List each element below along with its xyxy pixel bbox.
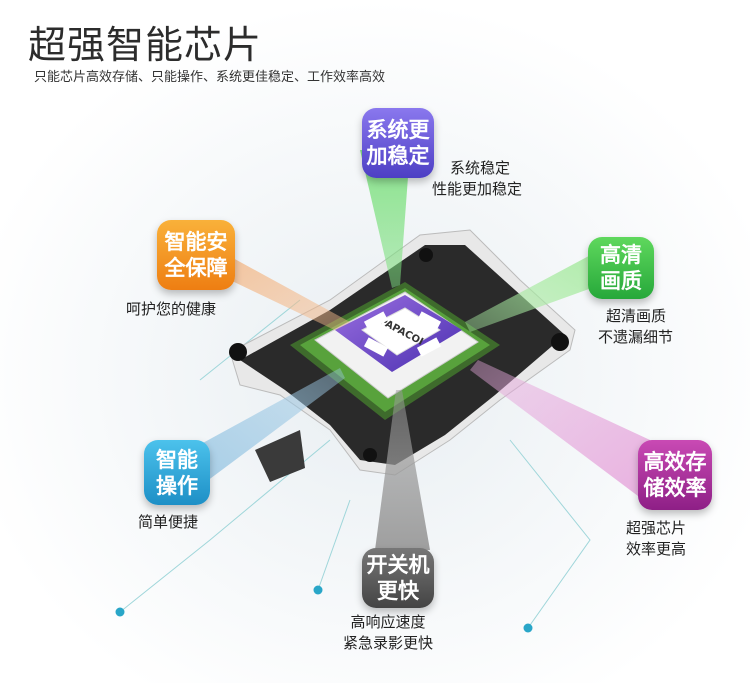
feature-badge-system-stable: 系统更 加稳定 (362, 108, 434, 178)
feature-badge-storage-efficiency: 高效存 储效率 (638, 440, 712, 510)
desc-line: 紧急录影更快 (343, 634, 434, 652)
feature-badge-fast-boot: 开关机 更快 (362, 548, 434, 608)
badge-line: 智能安 (164, 230, 228, 254)
badge-line: 系统更 (366, 118, 430, 142)
desc-line: 高响应速度 (350, 613, 426, 631)
page-subtitle: 只能芯片高效存储、只能操作、系统更佳稳定、工作效率高效 (34, 70, 386, 85)
desc-line: 系统稳定 (450, 159, 511, 177)
desc-line: 简单便捷 (138, 513, 199, 531)
feature-desc-storage-efficiency: 超强芯片 效率更高 (626, 518, 686, 560)
badge-line: 高清 (600, 243, 642, 267)
feature-badge-smart-operation: 智能 操作 (144, 440, 210, 505)
badge-line: 全保障 (164, 256, 228, 280)
feature-desc-fast-boot: 高响应速度 紧急录影更快 (343, 612, 433, 654)
feature-desc-smart-operation: 简单便捷 (138, 512, 198, 533)
desc-line: 超强芯片 (626, 519, 687, 537)
badge-line: 操作 (156, 473, 198, 498)
page-title: 超强智能芯片 (28, 23, 263, 67)
badge-line: 储效率 (643, 476, 707, 500)
feature-badge-hd-picture: 高清 画质 (588, 237, 654, 299)
badge-line: 高效存 (643, 450, 707, 474)
badge-line: 加稳定 (366, 144, 430, 168)
desc-line: 性能更加稳定 (432, 180, 523, 198)
desc-line: 不遗漏细节 (598, 328, 674, 346)
desc-line: 效率更高 (626, 540, 687, 558)
feature-desc-safety: 呵护您的健康 (126, 299, 216, 320)
feature-desc-hd-picture: 超清画质 不遗漏细节 (598, 306, 673, 348)
desc-line: 超清画质 (606, 307, 667, 325)
feature-desc-system-stable: 系统稳定 性能更加稳定 (432, 158, 522, 200)
feature-badge-safety: 智能安 全保障 (157, 220, 235, 290)
badge-line: 智能 (156, 447, 198, 472)
badge-line: 画质 (600, 269, 642, 293)
badge-line: 更快 (377, 579, 419, 603)
desc-line: 呵护您的健康 (126, 300, 217, 318)
badge-line: 开关机 (366, 553, 430, 577)
